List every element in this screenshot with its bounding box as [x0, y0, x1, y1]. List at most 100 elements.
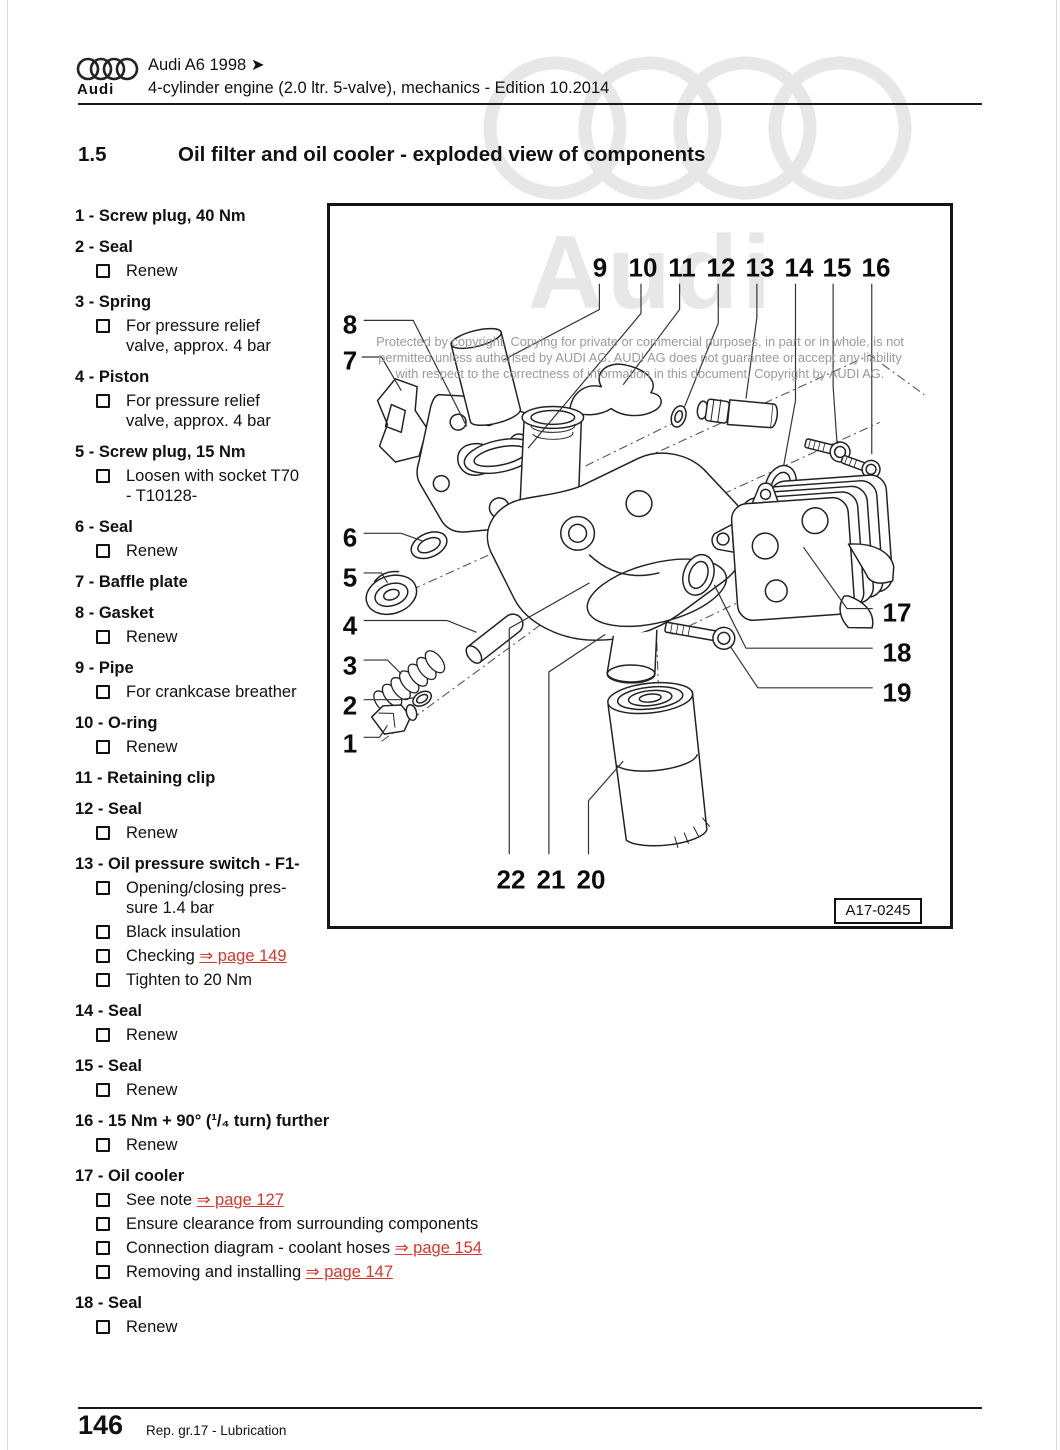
part-sub-text: Renew — [126, 1026, 178, 1044]
part-item-label: 13 - Oil pressure switch - F1- — [75, 855, 300, 873]
part-item-label: 12 - Seal — [75, 800, 142, 818]
checkbox-bullet-icon — [96, 1217, 110, 1231]
part-item: 7 - Baffle plate — [75, 572, 595, 592]
part-sub-text: Removing and installing ⇒ page 147 — [126, 1263, 394, 1281]
part-sub-text: For pressure relief valve, approx. 4 bar — [126, 392, 271, 430]
part-sub-item: Renew — [75, 1025, 595, 1045]
callout-number-18: 18 — [882, 637, 912, 668]
part-item-label: 4 - Piston — [75, 368, 150, 386]
part-item-label: 18 - Seal — [75, 1294, 142, 1312]
part-sub-text: See note ⇒ page 127 — [126, 1191, 284, 1209]
part-sub-item: Checking ⇒ page 149 — [75, 946, 595, 966]
checkbox-bullet-icon — [96, 973, 110, 987]
part-sub-item: Renew — [75, 1080, 595, 1100]
checkbox-bullet-icon — [96, 949, 110, 963]
part-sub-text: Ensure clearance from surrounding compon… — [126, 1215, 479, 1233]
part-sub-item: Connection diagram - coolant hoses ⇒ pag… — [75, 1238, 595, 1258]
part-sub-text: For pressure relief valve, approx. 4 bar — [126, 317, 271, 355]
header-edition: 4-cylinder engine (2.0 ltr. 5-valve), me… — [148, 79, 610, 97]
part-item-label: 6 - Seal — [75, 518, 133, 536]
page-link[interactable]: ⇒ page 154 — [394, 1239, 482, 1257]
part-item-label: 17 - Oil cooler — [75, 1167, 185, 1185]
callout-number-21: 21 — [536, 864, 566, 895]
callout-number-2: 2 — [342, 690, 358, 721]
part-sub-item: Opening/closing pres- sure 1.4 bar — [75, 878, 595, 918]
exploded-view-drawing — [361, 283, 925, 855]
callout-number-6: 6 — [342, 522, 358, 553]
checkbox-bullet-icon — [96, 1193, 110, 1207]
part-sub-item: Renew — [75, 1317, 595, 1337]
part-sub-item: See note ⇒ page 127 — [75, 1190, 595, 1210]
callout-number-8: 8 — [342, 309, 358, 340]
page-right-edge — [1056, 0, 1057, 1450]
part-sub-text: Checking ⇒ page 149 — [126, 947, 287, 965]
audi-text-watermark: Audi — [528, 215, 776, 331]
checkbox-bullet-icon — [96, 1138, 110, 1152]
part-sub-text: Renew — [126, 1318, 178, 1336]
footer-repair-group: Rep. gr.17 - Lubrication — [146, 1423, 287, 1438]
checkbox-bullet-icon — [96, 1320, 110, 1334]
page-link[interactable]: ⇒ page 127 — [196, 1191, 284, 1209]
checkbox-bullet-icon — [96, 925, 110, 939]
part-item-label: 7 - Baffle plate — [75, 573, 188, 591]
part-item: 13 - Oil pressure switch - F1- Opening/cl… — [75, 854, 595, 990]
page-link[interactable]: ⇒ page 149 — [199, 947, 287, 965]
checkbox-bullet-icon — [96, 394, 110, 408]
callout-number-5: 5 — [342, 562, 358, 593]
callout-number-1: 1 — [342, 728, 358, 759]
part-sub-item: Renew — [75, 627, 595, 647]
callout-number-12: 12 — [706, 252, 736, 283]
part-item-label: 16 - 15 Nm + 90° (¹/₄ turn) further — [75, 1112, 330, 1130]
header-model: Audi A6 1998 ➤ — [148, 56, 265, 74]
part-item-label: 3 - Spring — [75, 293, 152, 311]
page-link[interactable]: ⇒ page 147 — [305, 1263, 394, 1281]
part-item: 1 - Screw plug, 40 Nm — [75, 206, 595, 226]
part-sub-item: For crankcase breather — [75, 682, 595, 702]
part-sub-text: Black insulation — [126, 923, 241, 941]
part-sub-text: For crankcase breather — [126, 683, 297, 701]
callout-number-13: 13 — [745, 252, 775, 283]
part-sub-item: For pressure relief valve, approx. 4 bar — [75, 316, 595, 356]
page-left-edge — [7, 0, 8, 1450]
part-sub-text: Connection diagram - coolant hoses ⇒ pag… — [126, 1239, 482, 1257]
audi-wordmark: Audi — [77, 81, 115, 98]
part-sub-text: Renew — [126, 738, 178, 756]
part-sub-text: Loosen with socket T70 - T10128- — [126, 467, 300, 505]
callout-number-17: 17 — [882, 597, 912, 628]
part-sub-item: Renew — [75, 737, 595, 757]
checkbox-bullet-icon — [96, 319, 110, 333]
checkbox-bullet-icon — [96, 264, 110, 278]
part-sub-item: Renew — [75, 541, 595, 561]
callout-number-4: 4 — [342, 610, 358, 641]
part-item-label: 11 - Retaining clip — [75, 769, 216, 787]
part-sub-text: Renew — [126, 1081, 178, 1099]
part-sub-text: Opening/closing pres- sure 1.4 bar — [126, 879, 287, 917]
page-title: Oil filter and oil cooler - exploded vie… — [178, 143, 706, 166]
section-number: 1.5 — [78, 143, 107, 166]
checkbox-bullet-icon — [96, 1028, 110, 1042]
checkbox-bullet-icon — [96, 881, 110, 895]
part-sub-text: Renew — [126, 262, 178, 280]
part-sub-item: Loosen with socket T70 - T10128- — [75, 466, 595, 506]
callout-number-15: 15 — [822, 252, 852, 283]
checkbox-bullet-icon — [96, 740, 110, 754]
part-sub-item: Removing and installing ⇒ page 147 — [75, 1262, 595, 1282]
callout-number-19: 19 — [882, 677, 912, 708]
checkbox-bullet-icon — [96, 685, 110, 699]
page-number: 146 — [78, 1410, 124, 1440]
part-item-label: 2 - Seal — [75, 238, 133, 256]
footer-rule — [78, 1407, 982, 1409]
